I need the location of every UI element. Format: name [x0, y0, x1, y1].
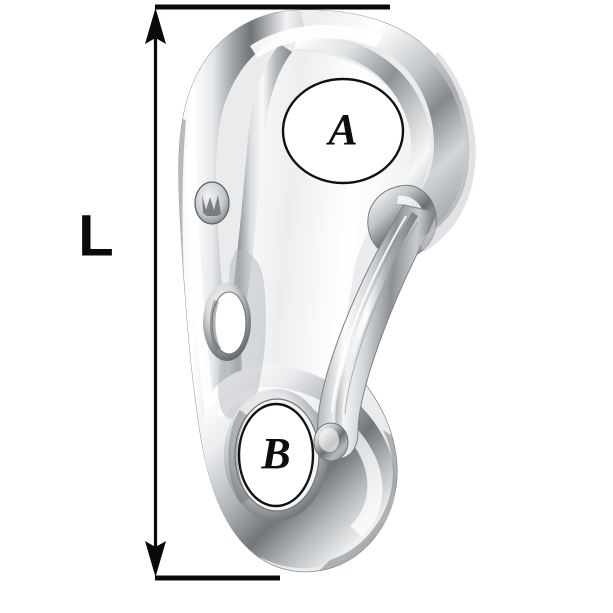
callout-a-ellipse: [281, 77, 405, 185]
oval-relief-hole: [203, 283, 251, 361]
length-label: L: [78, 203, 113, 268]
hook-nose-outer-edge: [418, 52, 476, 252]
hook-inner-arch-band: [294, 33, 431, 227]
length-arrow-up: [145, 8, 166, 44]
wire-gate: [313, 204, 437, 462]
length-arrow-down: [145, 541, 166, 577]
callout-b-label: B: [260, 429, 290, 478]
length-dimension: L: [78, 4, 390, 581]
hook-top-arch: [300, 9, 469, 237]
gate-bottom-pivot: [313, 422, 349, 462]
hook-specular-top: [250, 24, 382, 58]
gate-opening-callout: A: [281, 77, 405, 185]
manufacturer-stamp: [194, 181, 230, 225]
callout-a-label: A: [325, 105, 357, 154]
callout-b-ellipse: [237, 402, 315, 508]
eye-diameter-callout: B: [237, 402, 315, 508]
